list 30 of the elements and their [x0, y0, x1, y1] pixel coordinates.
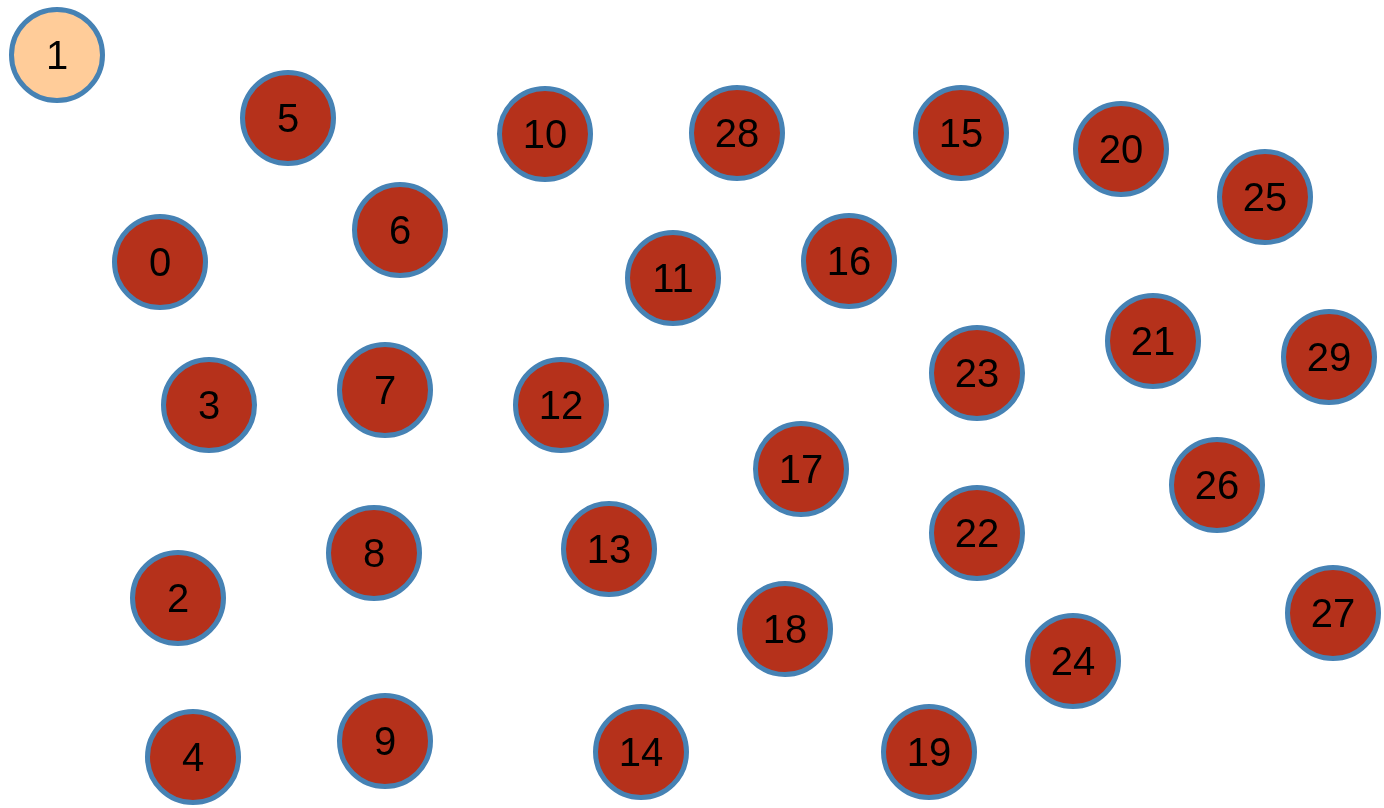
node-label: 16 [826, 241, 872, 281]
node-label: 12 [538, 385, 584, 425]
node-label: 13 [586, 529, 632, 569]
node-label: 21 [1130, 321, 1176, 361]
node-label: 17 [778, 449, 824, 489]
node-label: 11 [652, 258, 694, 298]
node-label: 5 [276, 98, 300, 138]
node-label: 1 [45, 35, 69, 75]
node-label: 15 [938, 113, 984, 153]
node-label: 9 [373, 721, 397, 761]
node-label: 14 [618, 732, 664, 772]
node-label: 24 [1050, 641, 1096, 681]
node-label: 28 [714, 113, 760, 153]
node-label: 26 [1194, 465, 1240, 505]
node-label: 6 [388, 210, 412, 250]
node-label: 4 [181, 737, 205, 777]
node-label: 25 [1242, 177, 1288, 217]
node-label: 8 [362, 533, 386, 573]
node-label: 2 [166, 578, 190, 618]
node-label: 27 [1310, 593, 1356, 633]
node-label: 23 [954, 353, 1000, 393]
node-label: 7 [373, 370, 397, 410]
node-label: 3 [197, 385, 221, 425]
node-label: 19 [906, 732, 952, 772]
node-label: 20 [1098, 129, 1144, 169]
node-label: 0 [148, 242, 172, 282]
node-label: 10 [522, 114, 568, 154]
node-label: 29 [1306, 337, 1352, 377]
node-label: 22 [954, 513, 1000, 553]
node-label: 18 [762, 609, 808, 649]
